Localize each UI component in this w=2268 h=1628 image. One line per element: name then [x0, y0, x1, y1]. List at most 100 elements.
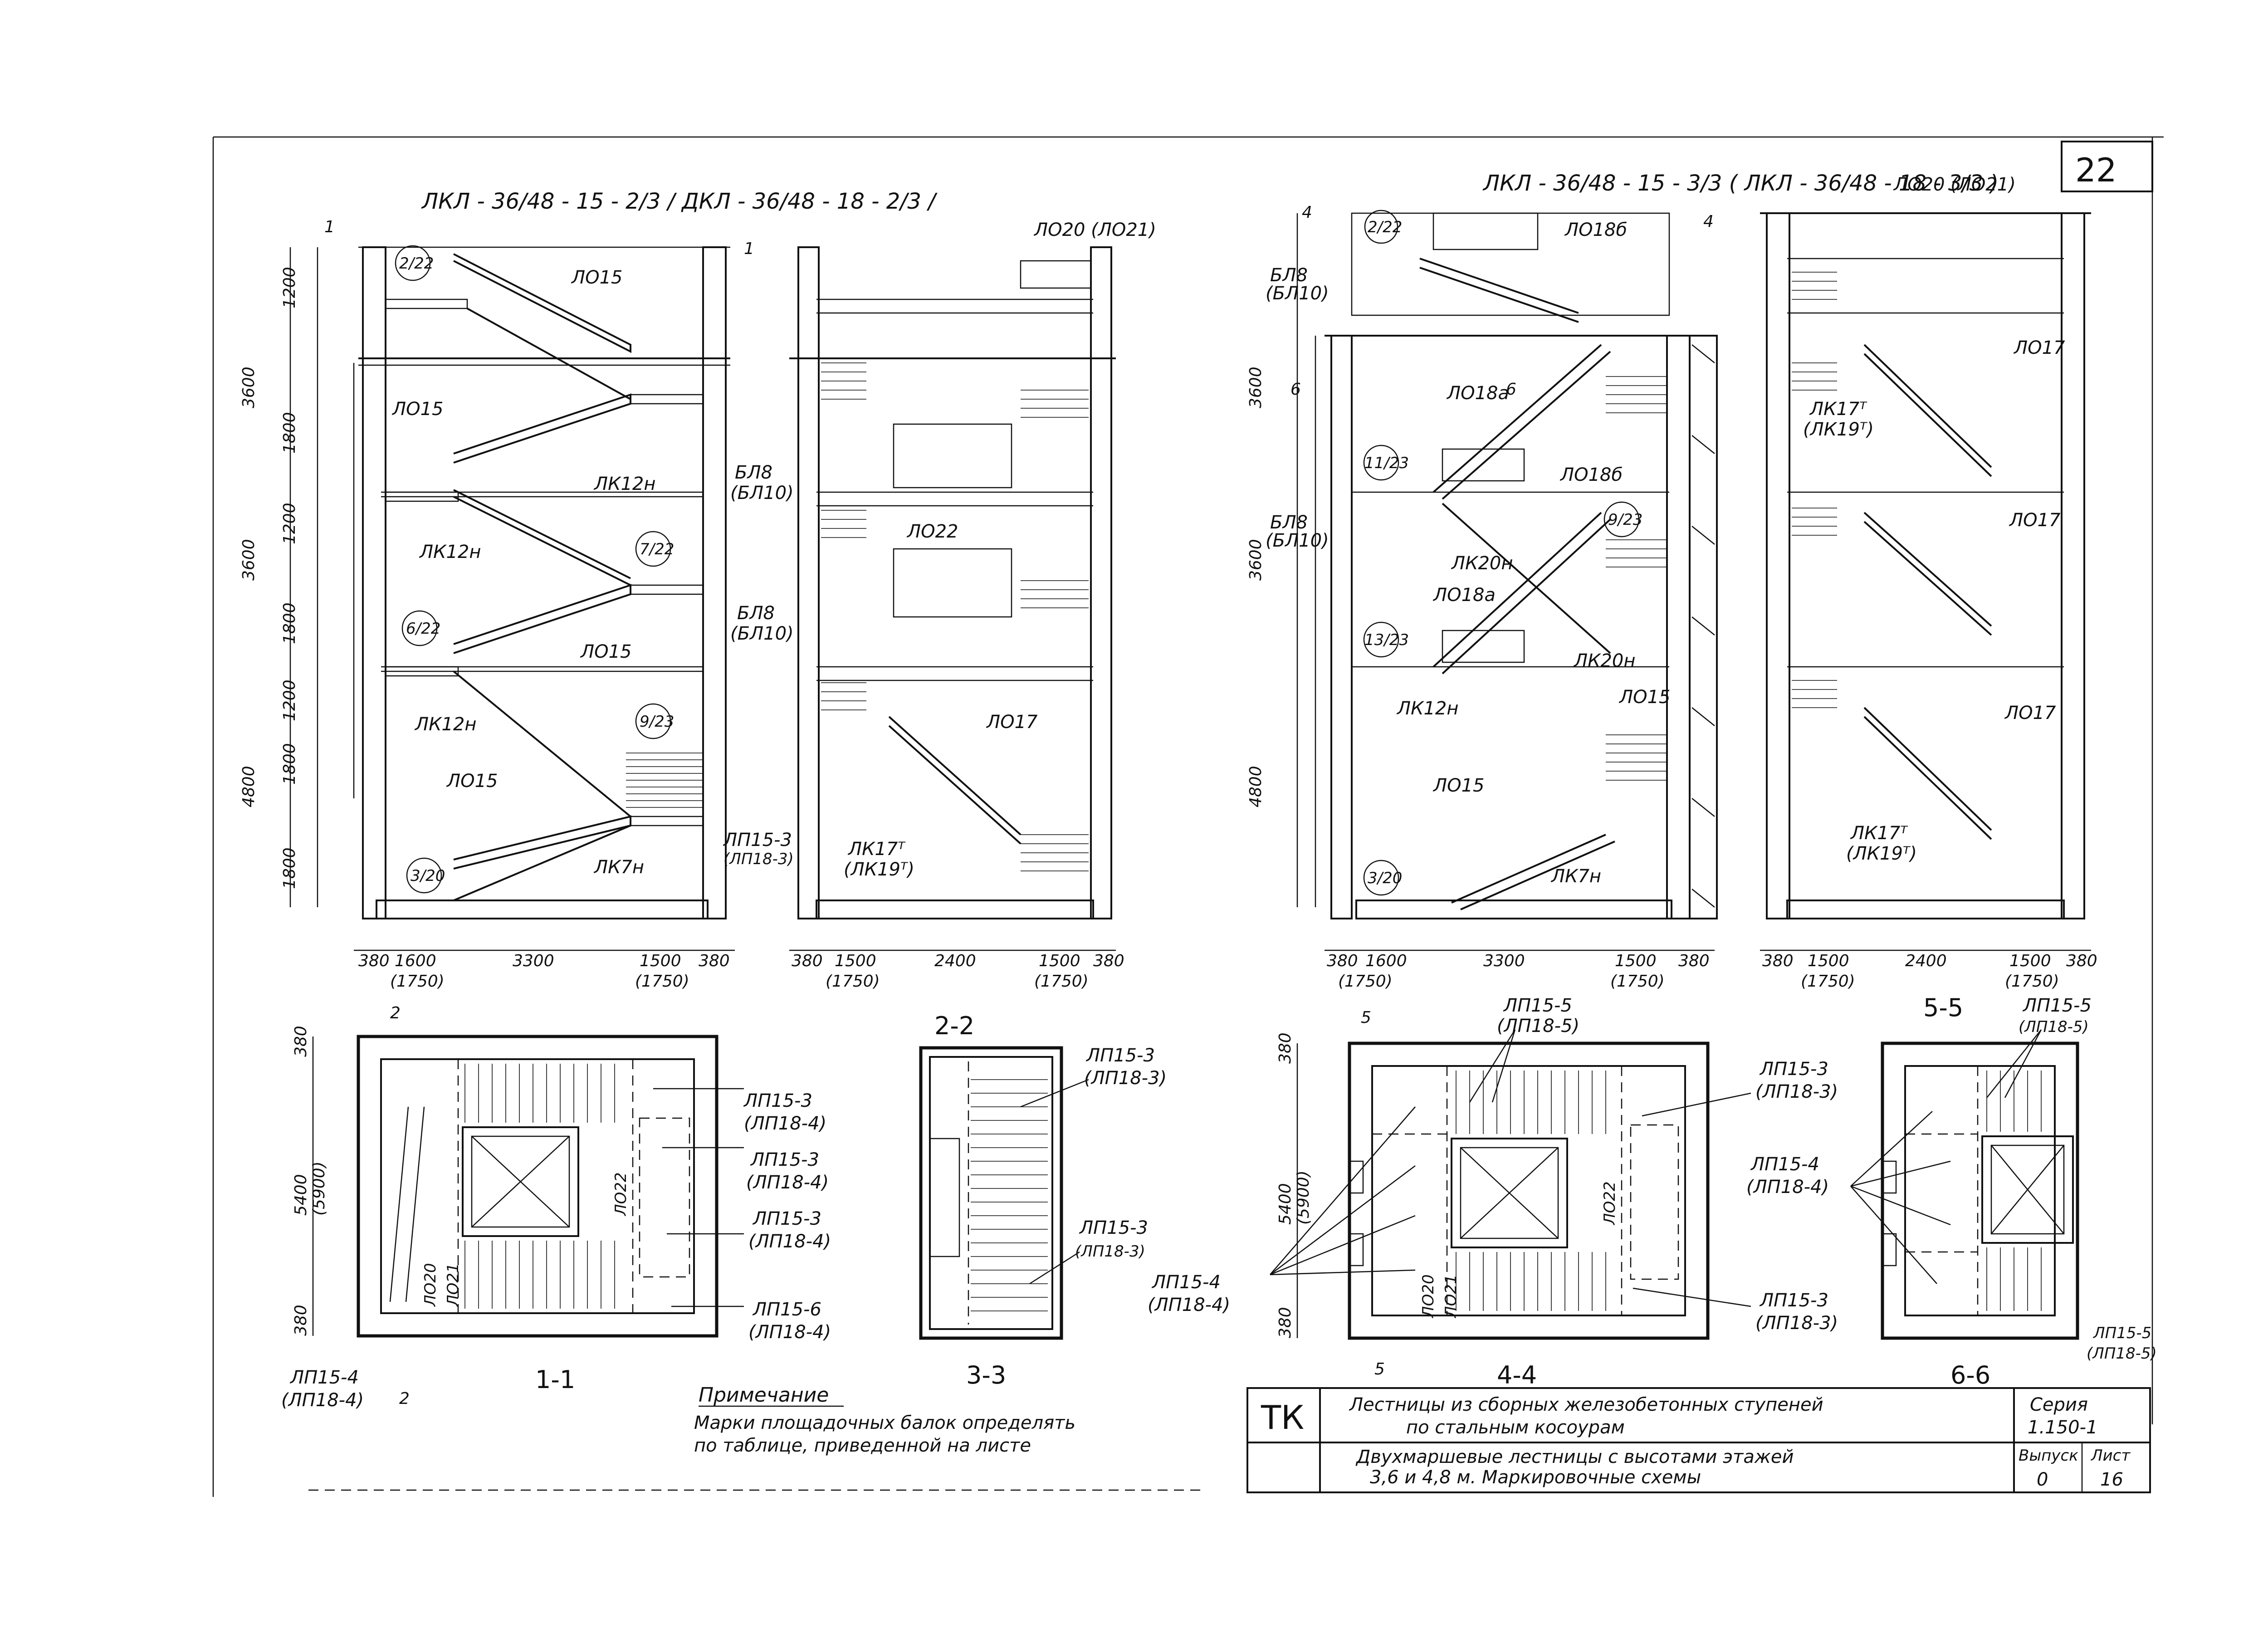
dim-b3-3300: 3300 [1483, 952, 1525, 970]
dim-left-sub-5: 1200 [280, 680, 299, 721]
dim-b2-380a: 380 [792, 952, 823, 970]
callouts-1-1: 2/22 7/22 6/22 9/23 3/20 [395, 245, 674, 894]
label-bl8-d: БЛ8 [1270, 265, 1308, 286]
section-5-5-elevation: ЛО17 ЛК17ᵀ (ЛК19ᵀ) ЛО17 ЛО17 ЛК17ᵀ (ЛК19… [1760, 174, 2097, 991]
callout-9-23-b: 9/23 [1608, 511, 1642, 529]
plan6-lp15-5: ЛП15-5 [2022, 995, 2092, 1016]
label-lk7n: ЛК7н [593, 857, 644, 878]
label-lo17-sec: ЛО17 [986, 712, 1038, 733]
plan4-lp15-4: ЛП15-4 [1151, 1272, 1221, 1293]
label-lo20-lo21-sec: ЛО20 (ЛО21) [1033, 220, 1156, 240]
dim-b3-1500: 1500 [1615, 952, 1657, 970]
dim-b1-3300: 3300 [513, 952, 554, 970]
dim-b1-380b: 380 [699, 952, 730, 970]
label-lo15-e: ЛО15 [1618, 687, 1670, 708]
section-4-4-elevation: ЛО18б ЛО18а ЛО18б ЛК20н ЛО18а ЛК20н ЛО15… [1246, 203, 1718, 991]
section-title-5-5: 5-5 [1923, 993, 1963, 1022]
label-lk19-b: (ЛК19ᵀ) [1846, 843, 1917, 864]
cut-mark-4b: 4 [1703, 212, 1714, 231]
dim-plan1-380b: 380 [292, 1305, 310, 1336]
label-lo20-lo21-b: ЛО20 (ЛО21) [1893, 174, 2016, 195]
label-lk17-b: ЛК17ᵀ [1850, 823, 1908, 844]
plan4-lp18-3-a: (ЛП18-3) [1755, 1081, 1838, 1102]
callout-2-22-b: 2/22 [1368, 218, 1402, 236]
label-lk12n-a: ЛК12н [593, 474, 656, 494]
tb-issue-label: Выпуск [2019, 1447, 2078, 1465]
label-lo22-sec: ЛО22 [906, 521, 958, 542]
tb-line-3: Двухмаршевые лестницы с высотами этажей [1355, 1447, 1794, 1467]
dim-left-sub-3: 1200 [280, 503, 299, 544]
cut-mark-5b: 5 [1374, 1360, 1385, 1379]
label-lo18a-b: ЛО18а [1432, 585, 1496, 606]
label-lk7n-b: ЛК7н [1550, 866, 1601, 887]
label-lo21-plan1: ЛО21 [444, 1263, 462, 1307]
plan-4-4: ЛО22 ЛО20 ЛО21 380 5400 (5900) 380 ЛП15-… [1148, 995, 1838, 1389]
label-lo18b-a: ЛО18б [1564, 220, 1627, 240]
label-lo20-plan4: ЛО20 [1419, 1274, 1437, 1319]
section-2-2-elevation: ЛО20 (ЛО21) ЛО22 ЛО17 ЛК17ᵀ (ЛК19ᵀ) 380 … [789, 220, 1156, 991]
label-lk19-a: (ЛК19ᵀ) [1803, 419, 1874, 440]
dim-b1-1600: 1600 [395, 952, 436, 970]
callout-13-23: 13/23 [1364, 631, 1409, 649]
plan1-lp18-4-e: (ЛП18-4) [281, 1390, 364, 1411]
dim-b4-1750b: (1750) [2005, 972, 2059, 991]
plan6-lp15-5-b: ЛП15-5 [2092, 1324, 2151, 1342]
dim-plan4-5900: (5900) [1294, 1170, 1313, 1225]
dim-b1-1750b: (1750) [635, 972, 689, 991]
plan6-lp18-4: (ЛП18-4) [1746, 1177, 1829, 1198]
dim-b1-1750a: (1750) [390, 972, 445, 991]
sheet-frame: 22 [212, 136, 2164, 1497]
callout-7-22: 7/22 [640, 540, 674, 558]
dim-b2-2400: 2400 [934, 952, 976, 970]
label-lo17-b: ЛО17 [2009, 510, 2061, 531]
dim-b2-380b: 380 [1093, 952, 1124, 970]
dim-right-3600-a: 3600 [1246, 367, 1265, 408]
section-title-3-3: 3-3 [966, 1361, 1006, 1389]
label-bl8-b: БЛ8 [737, 603, 775, 624]
dim-b4-380b: 380 [2066, 952, 2097, 970]
dim-b4-380a: 380 [1762, 952, 1794, 970]
section-1-1: ЛО15 ЛО15 ЛК12н ЛК12н ЛО15 ЛК12н ЛО15 ЛК… [240, 218, 794, 991]
dim-plan1-5900: (5900) [310, 1161, 328, 1216]
plan4-lp15-3-a: ЛП15-3 [1759, 1059, 1828, 1080]
label-lk20n-b: ЛК20н [1573, 650, 1636, 671]
label-bl10-b: (БЛ10) [730, 623, 794, 644]
plan-3-3: ЛП15-3 (ЛП18-3) ЛП15-3 (ЛП18-3) 2-2 3-3 [919, 1012, 1167, 1389]
section-title-6-6: 6-6 [1950, 1361, 1990, 1389]
plan1-lp18-4-a: (ЛП18-4) [744, 1113, 826, 1134]
tb-series-label: Серия [2030, 1394, 2088, 1415]
plan4-lp15-3-b: ЛП15-3 [1759, 1290, 1828, 1311]
dim-left-sub-2: 1800 [280, 412, 299, 454]
section-title-2-2: 2-2 [934, 1012, 974, 1040]
plan1-lp15-6: ЛП15-6 [752, 1299, 821, 1320]
cut-mark-1a: 1 [324, 218, 335, 236]
callout-6-22: 6/22 [406, 620, 440, 638]
cut-mark-6a: 6 [1290, 380, 1301, 399]
note-line-1: Марки площадочных балок определять [694, 1413, 1075, 1433]
plan-6-6: ЛП15-5 (ЛП18-5) ЛП15-4 (ЛП18-4) ЛП15-5 (… [1746, 993, 2157, 1389]
dim-left-3600-a: 3600 [240, 367, 258, 408]
cut-mark-2b: 2 [399, 1389, 410, 1408]
dim-b4-2400: 2400 [1905, 952, 1947, 970]
dim-b4-1500a: 1500 [1808, 952, 1849, 970]
cut-mark-6b: 6 [1506, 380, 1516, 399]
dim-plan4-380b: 380 [1276, 1307, 1295, 1338]
label-lk17-a: ЛК17ᵀ [1809, 399, 1867, 420]
label-lo15-a: ЛО15 [571, 267, 622, 288]
tb-line-4: 3,6 и 4,8 м. Маркировочные схемы [1370, 1467, 1701, 1488]
dim-plan4-5400: 5400 [1276, 1183, 1295, 1225]
plan4-lp18-5: (ЛП18-5) [1497, 1016, 1579, 1036]
plan6-lp18-5-b: (ЛП18-5) [2087, 1344, 2157, 1363]
plan1-lp18-4-c: (ЛП18-4) [748, 1231, 831, 1252]
sheet-number: 22 [2075, 151, 2117, 189]
callout-3-20-b: 3/20 [1368, 869, 1402, 887]
dim-right-3600-b: 3600 [1246, 539, 1265, 581]
dim-b3-1750a: (1750) [1338, 972, 1393, 991]
plan1-lp18-4-d: (ЛП18-4) [748, 1322, 831, 1343]
label-lk12n-d: ЛК12н [1396, 698, 1459, 719]
plan3-lp18-3-b: (ЛП18-3) [1075, 1242, 1145, 1261]
tb-line-1: Лестницы из сборных железобетонных ступе… [1349, 1394, 1823, 1415]
title-block: ТК Лестницы из сборных железобетонных ст… [1246, 1387, 2151, 1493]
label-lk12n-b: ЛК12н [419, 542, 481, 562]
